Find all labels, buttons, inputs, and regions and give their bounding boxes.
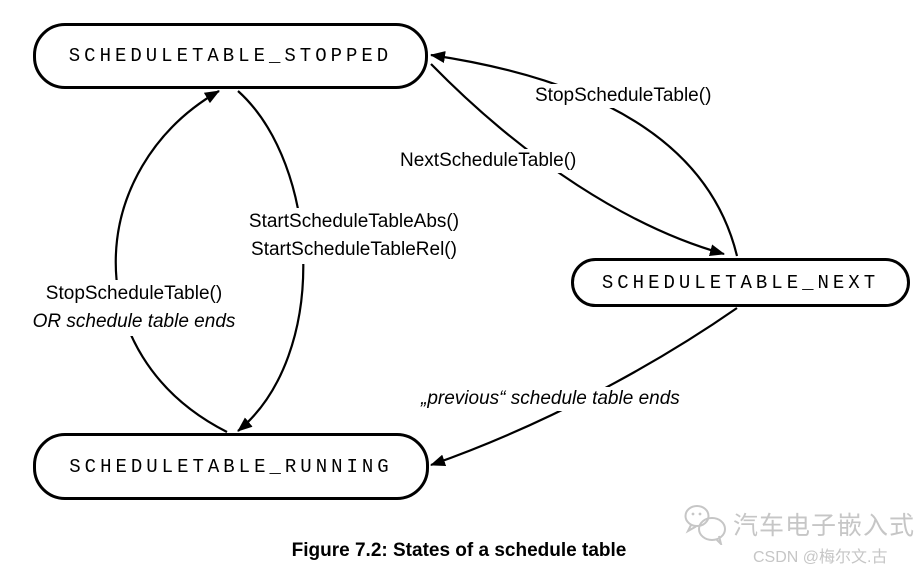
- state-scheduletable-stopped: SCHEDULETABLE_STOPPED: [33, 23, 428, 89]
- figure-caption: Figure 7.2: States of a schedule table: [291, 540, 627, 561]
- transition-label-line: StartScheduleTableRel(): [251, 239, 457, 260]
- transition-label-previous-table-ends: „previous“ schedule table ends: [419, 387, 682, 411]
- transition-label-stop-schedule-table: StopScheduleTable(): [533, 84, 714, 108]
- transition-label-start-schedule-table: StartScheduleTableAbs() StartScheduleTab…: [213, 208, 495, 264]
- watermark-brand: 汽车电子嵌入式: [733, 512, 916, 540]
- transition-next-to-stopped-curve: [430, 51, 739, 257]
- watermark-row: 汽车电子嵌入式: [683, 503, 915, 545]
- wechat-icon: [684, 505, 726, 545]
- state-scheduletable-running: SCHEDULETABLE_RUNNING: [33, 433, 429, 500]
- transition-label-next-schedule-table: NextScheduleTable(): [398, 149, 579, 173]
- transition-stopped-to-next-curve: [430, 63, 725, 257]
- state-scheduletable-next: SCHEDULETABLE_NEXT: [571, 258, 910, 307]
- transition-label-line: StartScheduleTableAbs(): [248, 211, 460, 232]
- state-label: SCHEDULETABLE_RUNNING: [69, 455, 393, 478]
- watermark-credit: CSDN @梅尔文.古: [753, 549, 888, 566]
- transition-label-line: OR schedule table ends: [32, 311, 236, 332]
- state-label: SCHEDULETABLE_STOPPED: [68, 45, 393, 67]
- transition-label-line: StopScheduleTable(): [45, 283, 223, 304]
- transition-running-to-stopped-curve: [114, 90, 228, 433]
- watermark: 汽车电子嵌入式 CSDN @梅尔文.古: [683, 503, 915, 567]
- transition-label-stop-or-ends: StopScheduleTable() OR schedule table en…: [2, 280, 266, 336]
- state-label: SCHEDULETABLE_NEXT: [601, 271, 880, 294]
